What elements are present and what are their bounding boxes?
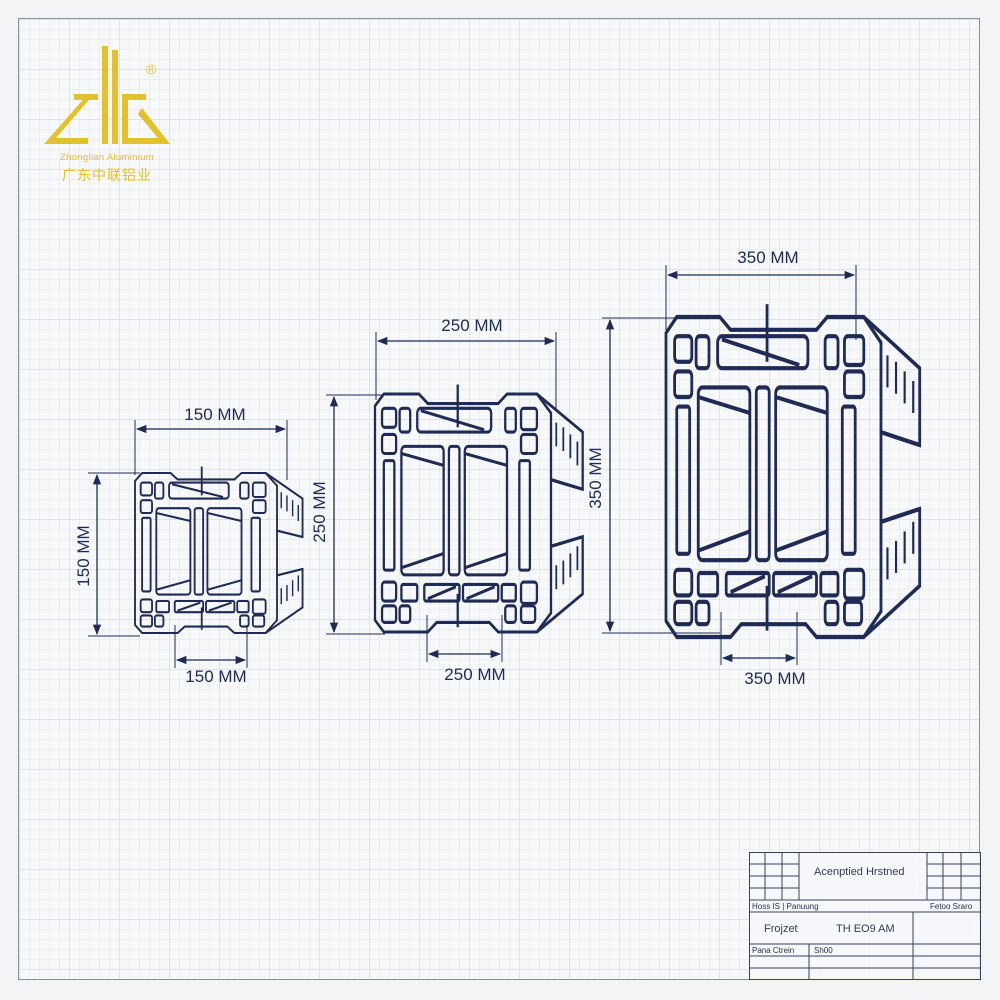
zhl-logo-icon: ® xyxy=(44,46,170,144)
title-block-row3-left: Pana Ctrein xyxy=(752,946,795,955)
title-block-grid xyxy=(749,852,981,980)
project-value: TH EO9 AM xyxy=(836,923,895,935)
svg-text:250 MM: 250 MM xyxy=(310,481,329,542)
brand-name-english: Zhonglian Aluminium xyxy=(60,152,154,163)
svg-text:350 MM: 350 MM xyxy=(737,248,798,267)
svg-text:350 MM: 350 MM xyxy=(744,669,805,688)
svg-text:350 MM: 350 MM xyxy=(586,447,605,508)
title-block-row1-left: Hoss IS | Panuung xyxy=(752,902,819,911)
small-profile-drawing: 150 MM 150 MM 150 MM xyxy=(74,405,304,686)
svg-text:150 MM: 150 MM xyxy=(184,405,245,424)
title-block-row3-mid: Sh00 xyxy=(814,946,833,955)
title-block-row1-right: Fetoo Sraro xyxy=(930,902,973,911)
medium-profile-drawing: 250 MM 250 MM 250 MM xyxy=(310,316,585,684)
svg-text:150 MM: 150 MM xyxy=(74,525,93,586)
brand-logo: ® Zhonglian Aluminium 广东中联铝业 xyxy=(42,44,172,185)
title-block: Acenptied Hrstned Hoss IS | Panuung Feto… xyxy=(749,852,981,980)
svg-text:250 MM: 250 MM xyxy=(444,665,505,684)
svg-text:250 MM: 250 MM xyxy=(441,316,502,335)
title-block-heading: Acenptied Hrstned xyxy=(814,866,905,878)
large-profile-drawing: 350 MM 350 MM 350 MM xyxy=(586,248,920,688)
svg-text:150 MM: 150 MM xyxy=(185,667,246,686)
svg-text:®: ® xyxy=(146,61,157,77)
blueprint-sheet xyxy=(18,18,980,980)
project-label: Frojzet xyxy=(764,923,798,935)
brand-name-chinese: 广东中联铝业 xyxy=(62,167,152,183)
